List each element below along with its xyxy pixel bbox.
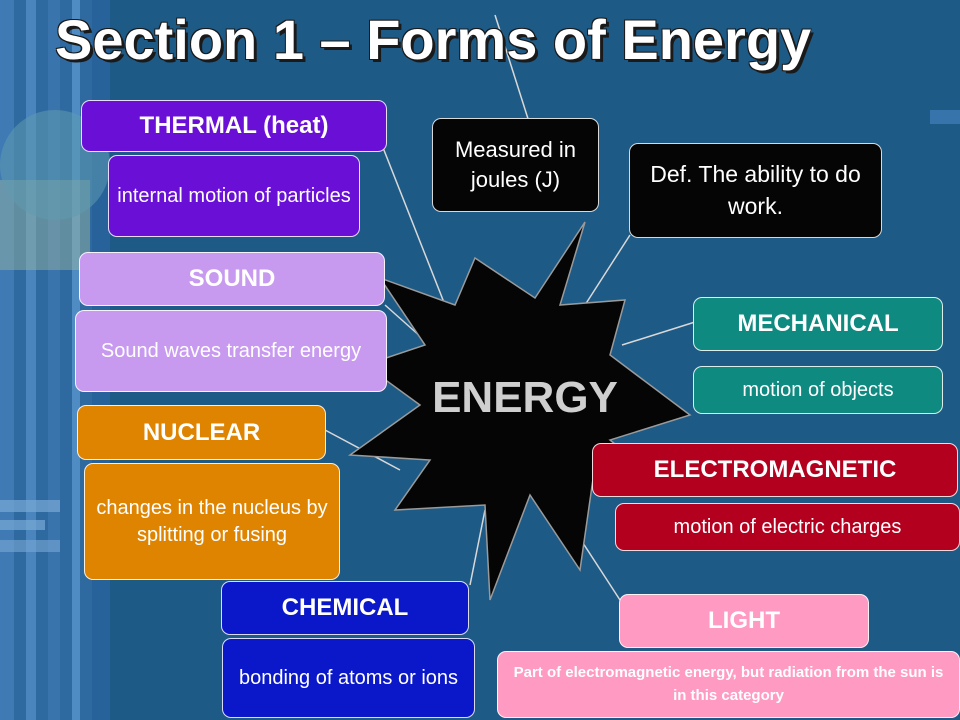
joules-box: Measured in joules (J) xyxy=(432,118,599,212)
electromagnetic-label: ELECTROMAGNETIC xyxy=(592,443,958,497)
thermal-desc: internal motion of particles xyxy=(108,155,360,237)
definition-box: Def. The ability to do work. xyxy=(629,143,882,238)
thermal-label: THERMAL (heat) xyxy=(81,100,387,152)
mechanical-desc: motion of objects xyxy=(693,366,943,414)
chemical-label: CHEMICAL xyxy=(221,581,469,635)
light-desc: Part of electromagnetic energy, but radi… xyxy=(497,651,960,718)
light-label: LIGHT xyxy=(619,594,869,648)
slide-title: Section 1 – Forms of Energy xyxy=(55,8,812,71)
sound-desc: Sound waves transfer energy xyxy=(75,310,387,392)
mechanical-label: MECHANICAL xyxy=(693,297,943,351)
electromagnetic-desc: motion of electric charges xyxy=(615,503,960,551)
sound-label: SOUND xyxy=(79,252,385,306)
energy-starburst xyxy=(347,221,692,601)
nuclear-desc: changes in the nucleus by splitting or f… xyxy=(84,463,340,580)
chemical-desc: bonding of atoms or ions xyxy=(222,638,475,718)
nuclear-label: NUCLEAR xyxy=(77,405,326,460)
energy-center-label: ENERGY xyxy=(432,373,618,422)
